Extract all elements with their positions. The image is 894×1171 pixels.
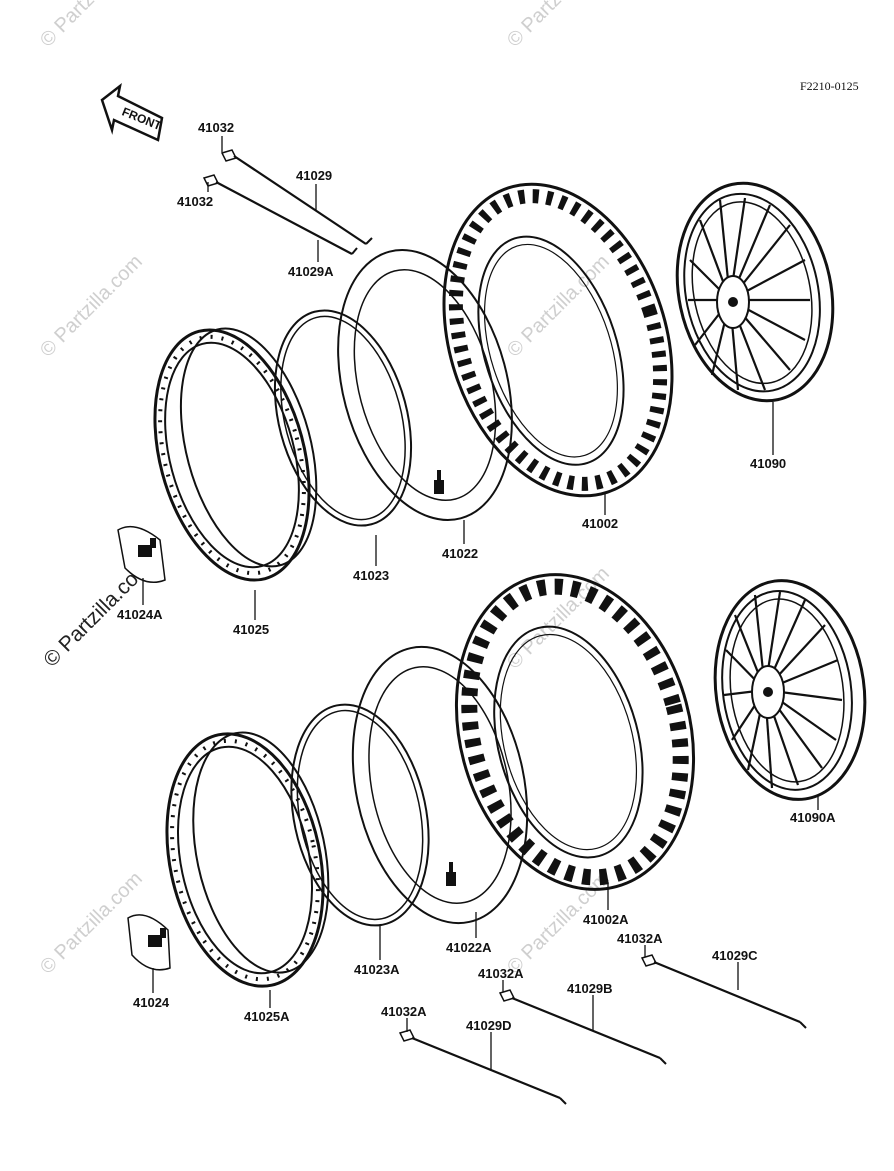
label-41032A: 41032A: [478, 966, 524, 981]
label-41032A: 41032A: [381, 1004, 427, 1019]
tube-41022: [337, 249, 513, 521]
spoke-41029B: [498, 989, 667, 1065]
label-41090A: 41090A: [790, 810, 836, 825]
label-41032: 41032: [177, 194, 213, 209]
label-41025A: 41025A: [244, 1009, 290, 1024]
label-41024: 41024: [133, 995, 170, 1010]
spoke-41029C: [640, 954, 807, 1029]
spoke-41029A: [202, 174, 358, 255]
tire-41002A: [454, 573, 696, 891]
watermark: © Partzilla.com: [36, 251, 147, 362]
rim-band-41023: [273, 309, 413, 527]
label-41029C: 41029C: [712, 948, 758, 963]
watermark: © Partzilla.com: [503, 0, 614, 52]
diagram-code: F2210-0125: [800, 79, 859, 93]
label-41002: 41002: [582, 516, 618, 531]
valve-icon: [446, 862, 456, 886]
rim-41025A: [165, 731, 330, 988]
valve-icon: [434, 470, 444, 494]
label-41023: 41023: [353, 568, 389, 583]
label-41029: 41029: [296, 168, 332, 183]
label-41029A: 41029A: [288, 264, 334, 279]
label-41025: 41025: [233, 622, 269, 637]
wheel-41090: [675, 181, 835, 403]
leader-lines-top: [142, 136, 774, 620]
rim-lock-41024A: [117, 525, 166, 583]
wheel-41090A: [713, 579, 867, 801]
part-labels: 41032 41029 41032 41029A 41090 41002 410…: [117, 120, 836, 1033]
label-41002A: 41002A: [583, 912, 629, 927]
rim-lock-41024: [127, 914, 171, 971]
label-41023A: 41023A: [354, 962, 400, 977]
label-41022A: 41022A: [446, 940, 492, 955]
label-41032: 41032: [198, 120, 234, 135]
spoke-41029: [220, 149, 373, 245]
tire-41002: [442, 182, 674, 498]
tube-41022A: [351, 645, 529, 925]
rim-41025: [153, 327, 318, 582]
spoke-41029D: [398, 1029, 567, 1105]
label-41022: 41022: [442, 546, 478, 561]
watermark: © Partzilla.com: [36, 0, 147, 52]
label-41024A: 41024A: [117, 607, 163, 622]
front-arrow-icon: FRONT: [100, 82, 164, 142]
label-41090: 41090: [750, 456, 786, 471]
label-41029B: 41029B: [567, 981, 613, 996]
leader-lines-bottom: [152, 795, 819, 1070]
label-41032A: 41032A: [617, 931, 663, 946]
label-41029D: 41029D: [466, 1018, 512, 1033]
rim-band-41023A: [290, 703, 430, 927]
